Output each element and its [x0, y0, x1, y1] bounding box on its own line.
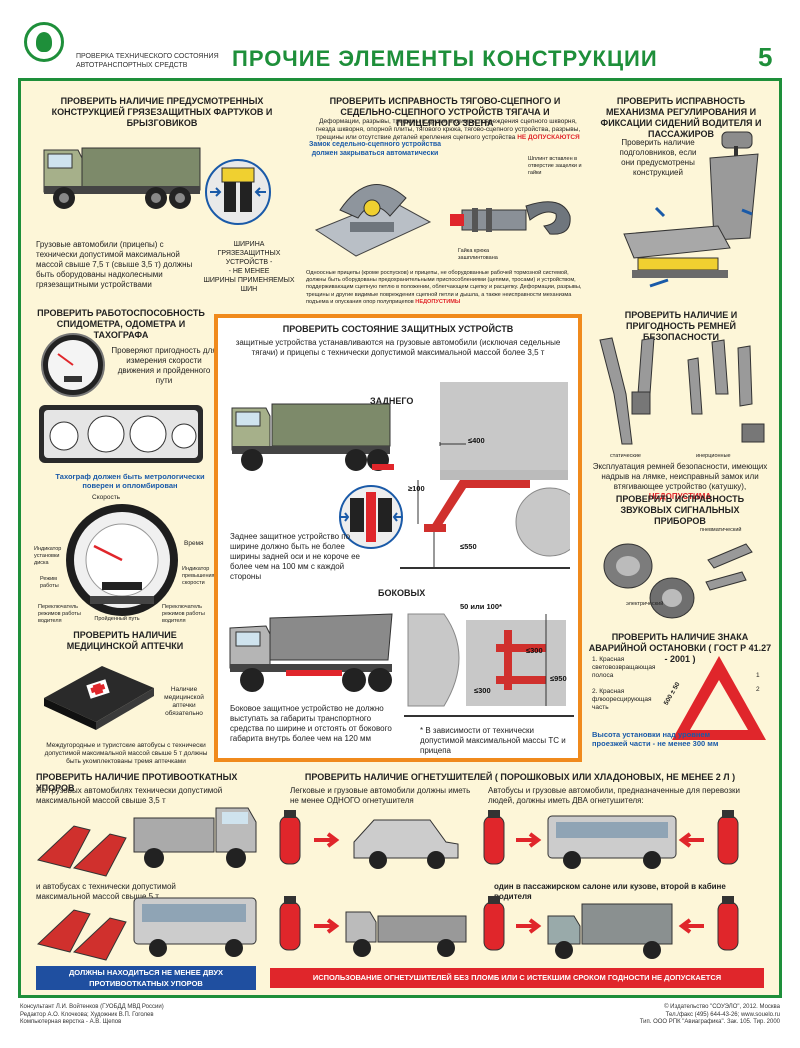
extinguishers-text-one: Легковые и грузовые автомобили должны им…	[290, 786, 471, 805]
extinguisher-army-truck	[483, 896, 739, 959]
firstaid-text: Междугородные и туристские автобусы с те…	[44, 742, 208, 765]
dim-950: ≤950	[550, 674, 567, 683]
dim-50-100: 50 или 100*	[460, 602, 502, 611]
seat-illustration	[623, 131, 759, 288]
coupling-text: Деформации, разрывы, трещины и другие ви…	[315, 118, 581, 141]
firstaid-title: ПРОВЕРИТЬ НАЛИЧИЕ МЕДИЦИНСКОЙ АПТЕЧКИ	[66, 630, 184, 651]
wheel-chocks-2	[36, 909, 127, 961]
triangle-title: ПРОВЕРИТЬ НАЛИЧИЕ ЗНАКА АВАРИЙНОЙ ОСТАНО…	[588, 632, 772, 664]
tacho-label-switch-left: Переключатель режимов работы водителя	[38, 604, 81, 624]
dim-100: ≥100	[408, 484, 425, 493]
tacho-label-modes: Режим работы	[40, 576, 59, 589]
wheel-mudflap-detail	[205, 159, 271, 225]
rear-guard-truck	[231, 403, 394, 471]
footer-right: © Издательство "СОУЭЛО", 2012. Москва Те…	[639, 1004, 780, 1025]
side-guard-dumptruck	[229, 613, 393, 692]
guards-footnote: * В зависимости от технически допустимой…	[420, 726, 566, 755]
rear-guard-wheel-detail	[339, 485, 403, 549]
tacho-note: Тахограф должен быть метрологически пове…	[55, 472, 205, 490]
tacho-label-time: Время	[184, 540, 204, 547]
tacho-label-over: Индикатор превышения скорости	[182, 566, 215, 586]
tachograph-dial	[66, 504, 178, 616]
header-subtitle: ПРОВЕРКА ТЕХНИЧЕСКОГО СОСТОЯНИЯ АВТОТРАН…	[76, 53, 219, 69]
coupling-bottom-text: Одноосные прицепы (кроме роспусков) и пр…	[306, 270, 582, 305]
firstaid-kit	[44, 666, 154, 730]
dim-300-lower: ≤300	[474, 686, 491, 695]
dim-300-upper: ≤300	[526, 646, 543, 655]
nut-note: Гайка крюка зашплинтована	[458, 248, 498, 261]
horn-label-electric: электрический	[626, 601, 664, 607]
belts-text: Эксплуатация ремней безопасности, имеющи…	[592, 462, 768, 501]
rear-guard-label: ЗАДНЕГО	[370, 396, 414, 406]
mudflaps-text: Грузовые автомобили (прицепы) с техничес…	[36, 240, 193, 289]
seats-text: Проверить наличие подголовников, если он…	[619, 138, 697, 177]
mudflaps-title: ПРОВЕРИТЬ НАЛИЧИЕ ПРЕДУСМОТРЕННЫХ КОНСТР…	[51, 96, 273, 128]
extinguishers-text-two: Автобусы и грузовые автомобили, предназн…	[488, 786, 740, 805]
fifth-wheel-illustration	[314, 184, 432, 257]
coupling-title: ПРОВЕРИТЬ ИСПРАВНОСТЬ ТЯГОВО-СЦЕПНОГО И …	[329, 96, 561, 128]
wheel-chocks-1	[36, 825, 127, 877]
speedometer-icon	[41, 333, 105, 397]
triangle-item2: 2. Красная флюоресцирующая часть	[592, 688, 652, 711]
speedometer-title: ПРОВЕРИТЬ РАБОТОСПОСОБНОСТЬ СПИДОМЕТРА, …	[37, 308, 205, 340]
side-guard-profile	[404, 613, 574, 717]
warning-triangle	[672, 656, 766, 740]
guards-intro: защитные устройства устанавливаются на г…	[235, 338, 561, 357]
bus-chocks-illustration	[133, 897, 257, 957]
truck-chocks-illustration	[133, 807, 257, 868]
triangle-height-note: Высота установки над уровнем проезжей ча…	[592, 730, 719, 748]
page-title: ПРОЧИЕ ЭЛЕМЕНТЫ КОНСТРУКЦИИ	[232, 46, 658, 71]
speedometer-text: Проверяют пригодность для измерения скор…	[111, 346, 217, 385]
extinguishers-banner: ИСПОЛЬЗОВАНИЕ ОГНЕТУШИТЕЛЕЙ БЕЗ ПЛОМБ ИЛ…	[270, 968, 764, 988]
tacho-label-speed: Скорость	[92, 494, 121, 501]
extinguisher-truck	[279, 896, 467, 957]
side-guard-text: Боковое защитное устройство не должно вы…	[230, 704, 392, 743]
triangle-n1: 1	[756, 672, 760, 679]
seatbelts-illustration	[599, 337, 765, 445]
triangle-item1: 1. Красная световозвращающая полоса	[592, 656, 656, 679]
tacho-label-path: Пройденный путь	[94, 616, 140, 622]
fifth-wheel-lock-note: Замок седельно-сцепного устройства долже…	[309, 141, 441, 157]
firstaid-side: Наличие медицинской аптечки обязательно	[164, 686, 204, 717]
mudflaps-note: ШИРИНА ГРЯЗЕЗАЩИТНЫХ УСТРОЙСТВ - - НЕ МЕ…	[203, 241, 295, 293]
tacho-label-switch-right: Переключатель режимов работы водителя	[162, 604, 205, 624]
page-number: 5	[758, 42, 773, 72]
dashboard-cluster	[39, 405, 203, 463]
side-guard-label: БОКОВЫХ	[378, 588, 426, 598]
dim-400: ≤400	[468, 436, 485, 445]
belts-label-inertial: инерционные	[696, 453, 731, 459]
tow-hook-illustration	[450, 201, 571, 235]
logo-emblem	[24, 22, 64, 62]
seats-title: ПРОВЕРИТЬ ИСПРАВНОСТЬ МЕХАНИЗМА РЕГУЛИРО…	[600, 96, 762, 139]
belts-label-static: статические	[610, 453, 641, 459]
header: ПРОВЕРКА ТЕХНИЧЕСКОГО СОСТОЯНИЯ АВТОТРАН…	[0, 0, 800, 78]
rear-guard-text: Заднее защитное устройство по ширине дол…	[230, 532, 360, 581]
extinguishers-text-placement: один в пассажирском салоне или кузове, в…	[494, 882, 726, 901]
pin-note: Шплинт вставлен в отверстие защелки и га…	[528, 156, 582, 176]
horns-illustration	[603, 543, 753, 619]
guards-title: ПРОВЕРИТЬ СОСТОЯНИЕ ЗАЩИТНЫХ УСТРОЙСТВ	[282, 324, 514, 334]
horns-title: ПРОВЕРИТЬ ИСПРАВНОСТЬ ЗВУКОВЫХ СИГНАЛЬНЫ…	[615, 494, 745, 526]
extinguisher-bus	[483, 810, 739, 869]
truck-mudflap-illustration	[43, 147, 201, 209]
chocks-text-buses: и автобусах с технически допустимой макс…	[36, 882, 176, 901]
extinguishers-title: ПРОВЕРИТЬ НАЛИЧИЕ ОГНЕТУШИТЕЛЕЙ ( порошк…	[304, 772, 736, 782]
triangle-n2: 2	[756, 686, 760, 693]
footer-left: Консультант Л.И. Войтенков (ГУОБДД МВД Р…	[20, 1004, 164, 1025]
extinguisher-car	[279, 810, 459, 869]
tacho-label-disc: Индикатор установки диска	[34, 546, 62, 566]
chocks-text-trucks: На грузовых автомобилях технически допус…	[36, 786, 223, 805]
rear-guard-profile	[400, 382, 570, 569]
belts-title: ПРОВЕРИТЬ НАЛИЧИЕ И ПРИГОДНОСТЬ РЕМНЕЙ Б…	[624, 310, 738, 342]
chocks-banner: ДОЛЖНЫ НАХОДИТЬСЯ НЕ МЕНЕЕ ДВУХ ПРОТИВОО…	[36, 966, 256, 990]
horn-label-pneumatic: пневматический	[700, 527, 742, 533]
dim-550: ≤550	[460, 542, 477, 551]
chocks-title: ПРОВЕРИТЬ НАЛИЧИЕ ПРОТИВООТКАТНЫХ УПОРОВ	[36, 772, 238, 793]
